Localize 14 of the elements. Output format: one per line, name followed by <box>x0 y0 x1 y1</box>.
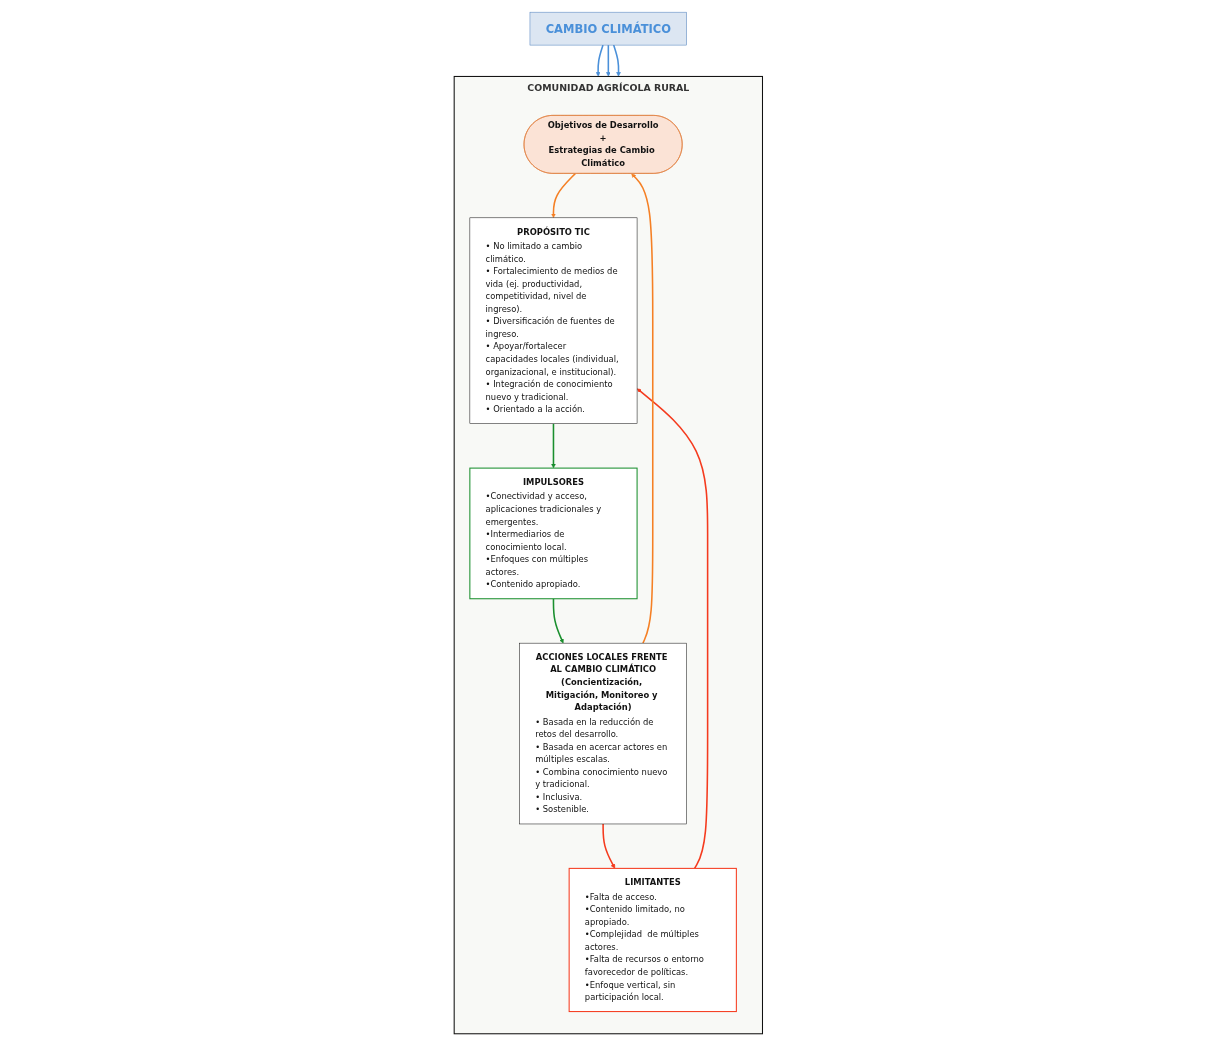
node-box: PROPÓSITO TIC • No limitado a cambio climático. • Fortalecimiento de medios de vida (ej. productividad, competitividad, nivel de ingreso). • Diversificación de fuentes de ingreso. • Apoyar/fortalecer capacidades locales (individual, organizacional, e institucional). • Integración de conocimiento nuevo y tradicional. • Orientado a la acción. <box>469 217 638 424</box>
arrow <box>637 387 709 869</box>
arrow <box>551 422 556 468</box>
arrow <box>596 43 604 77</box>
arrow <box>602 822 616 869</box>
node-box: LIMITANTES •Falta de acceso. •Contenido limitado, no apropiado. •Complejidad de múltiples actores. •Falta de recursos o entorno favorecedor de políticas. •Enfoque vertical, sin participación local. <box>568 867 738 1012</box>
arrow <box>606 43 611 77</box>
arrow <box>631 172 654 644</box>
arrow <box>613 43 621 77</box>
node-box: ACCIONES LOCALES FRENTE AL CAMBIO CLIMÁTICO (Concientización, Mitigación, Monitoreo y Adaptación) • Basada en la reducción de retos del desarrollo. • Basada en acercar actores en múltiples escalas. • Combina conocimiento nuevo y tradicional. • Inclusiva. • Sostenible. <box>519 642 688 824</box>
arrow <box>552 597 564 643</box>
arrow <box>551 172 577 218</box>
node-box: CAMBIO CLIMÁTICO <box>529 11 688 45</box>
node-box: IMPULSORES •Conectividad y acceso, aplicaciones tradicionales y emergentes. •Intermediarios de conocimiento local. •Enfoques con múltiples actores. •Contenido apropiado. <box>469 467 638 599</box>
